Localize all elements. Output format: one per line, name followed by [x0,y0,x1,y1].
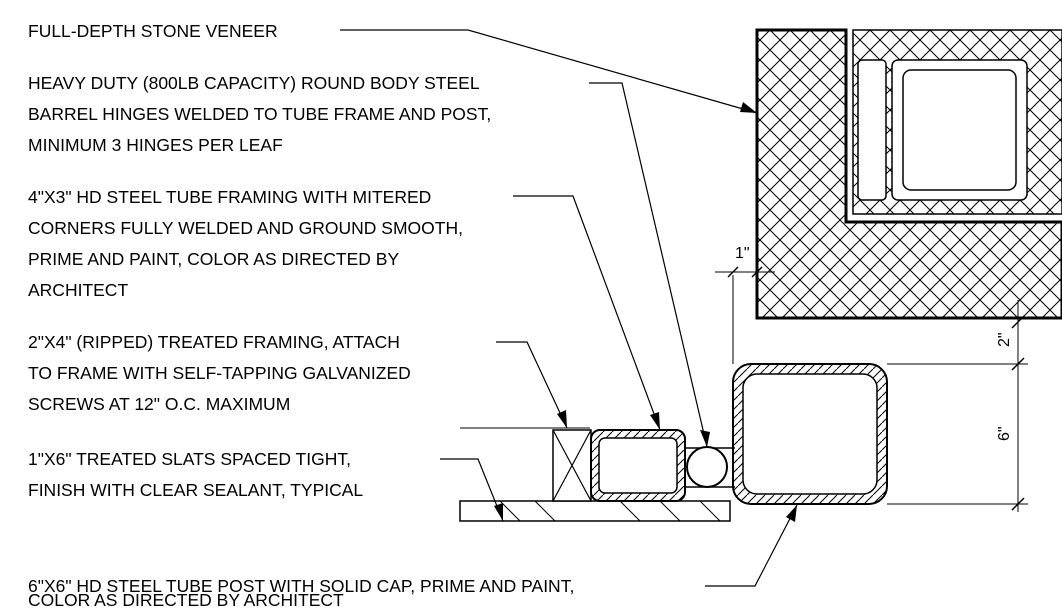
dim-post-size-label: 6" [996,426,1013,441]
note-stone-veneer: FULL-DEPTH STONE VENEER [28,21,278,41]
note-line: 2"X4" (RIPPED) TREATED FRAMING, ATTACH [28,332,400,352]
note-line: COLOR AS DIRECTED BY ARCHITECT [28,590,344,610]
note-line: FULL-DEPTH STONE VENEER [28,21,278,41]
note-line: 4"X3" HD STEEL TUBE FRAMING WITH MITERED [28,187,431,207]
leader-lines [340,29,798,587]
note-tube-post: 6"X6" HD STEEL TUBE POST WITH SOLID CAP,… [28,576,574,610]
steel-tube-frame-4x3 [590,429,686,502]
dim-offset-label: 2" [996,332,1013,347]
note-line: CORNERS FULLY WELDED AND GROUND SMOOTH, [28,218,463,238]
note-line: MINIMUM 3 HINGES PER LEAF [28,135,283,155]
note-treated-framing: 2"X4" (RIPPED) TREATED FRAMING, ATTACH T… [28,332,411,414]
barrel-hinge [685,446,735,488]
leader-arrowheads [494,102,797,522]
treated-slats [459,427,731,522]
note-line: BARREL HINGES WELDED TO TUBE FRAME AND P… [28,104,491,124]
note-line: TO FRAME WITH SELF-TAPPING GALVANIZED [28,363,411,383]
note-line: 1"X6" TREATED SLATS SPACED TIGHT, [28,449,351,469]
stone-veneer [755,28,1062,320]
dimension-lines [715,262,1028,512]
note-treated-slats: 1"X6" TREATED SLATS SPACED TIGHT, FINISH… [28,449,363,500]
note-line: HEAVY DUTY (800LB CAPACITY) ROUND BODY S… [28,73,480,93]
note-line: SCREWS AT 12" O.C. MAXIMUM [28,394,290,414]
note-line: ARCHITECT [28,280,128,300]
note-line: 6"X6" HD STEEL TUBE POST WITH SOLID CAP,… [28,576,574,596]
note-line: PRIME AND PAINT, COLOR AS DIRECTED BY [28,249,399,269]
stone-veneer-interior [852,29,1062,215]
note-tube-framing: 4"X3" HD STEEL TUBE FRAMING WITH MITERED… [28,187,463,300]
note-line: FINISH WITH CLEAR SEALANT, TYPICAL [28,480,363,500]
note-barrel-hinges: HEAVY DUTY (800LB CAPACITY) ROUND BODY S… [28,73,491,155]
dim-gap-label: 1" [735,245,750,262]
steel-tube-post-6x6 [732,363,888,505]
treated-framing-2x4 [552,429,592,502]
